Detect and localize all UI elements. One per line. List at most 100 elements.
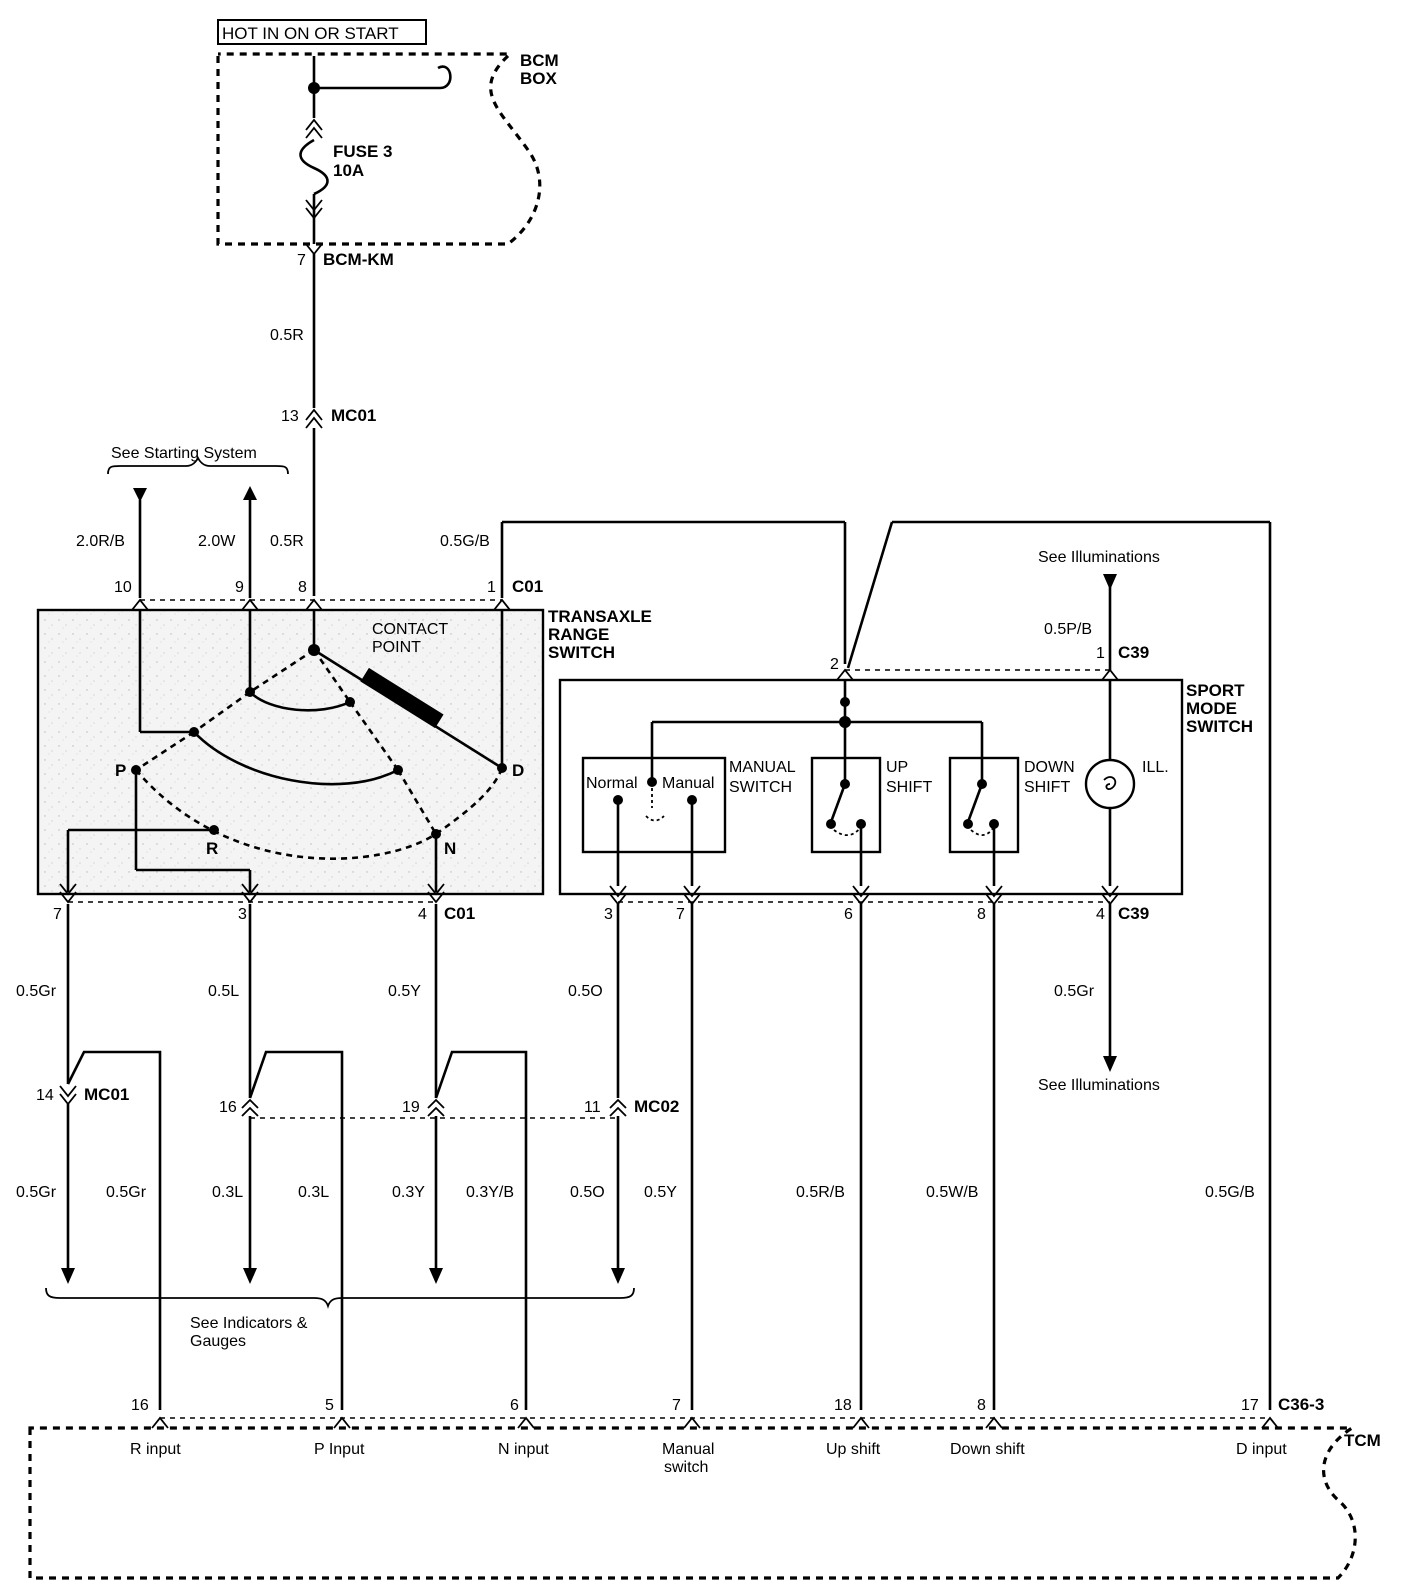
mc02-pin-16: 16 [219,1099,237,1116]
c01-top-pin-8: 8 [298,579,307,596]
pos-r: R [206,839,218,858]
title-box [217,19,427,45]
manual-normal-label: Normal [586,775,638,792]
c39-bot-pin-7: 7 [676,906,685,923]
wire-label-05PB: 0.5P/B [1044,621,1092,638]
wire-label-05L: 0.5L [208,983,239,1000]
c01-bot-pin-4: 4 [418,906,427,923]
power-source: HOT IN ON OR START [217,19,427,45]
bcm-label-1: BCM [520,51,559,70]
bcm-km-pin: 7 [297,252,306,269]
pos-n: N [444,839,456,858]
bcm-box-outline [216,52,542,246]
see-starting-text: See Starting System [111,445,257,462]
bcm-label-2: BOX [520,69,558,88]
tcm-up-shift: Up shift [826,1441,881,1458]
pos-d: D [512,761,524,780]
wire-label-05WB: 0.5W/B [926,1184,978,1201]
manual-switch-label-1: MANUAL [729,759,796,776]
sport-title-3: SWITCH [1186,717,1253,736]
tcm-pin-16: 16 [131,1397,149,1414]
c01-bot-pin-7: 7 [53,906,62,923]
up-shift-label-2: SHIFT [886,779,932,796]
see-indicators-1: See Indicators & [190,1315,308,1332]
tcm-down-shift: Down shift [950,1441,1025,1458]
wire-label-05O-b: 0.5O [570,1184,605,1201]
c39-top-label: C39 [1118,643,1149,662]
mc02-label: MC02 [634,1097,679,1116]
trs-box [36,608,545,896]
wire-label-05R-trs: 0.5R [270,533,304,550]
tcm-pin-17: 17 [1241,1397,1259,1414]
c01-bot-pin-3: 3 [238,906,247,923]
transaxle-range-switch: 10 9 8 1 C01 TRANSAXLE RANGE SWITCH CONT… [36,577,652,923]
ill-label: ILL. [1142,759,1169,776]
sport-mode-switch: See Illuminations 0.5P/B 1 C39 2 SPORT M… [558,549,1253,923]
fuse-label-2: 10A [333,161,364,180]
up-shift-label-1: UP [886,759,908,776]
wire-label-05RB: 0.5R/B [796,1184,845,1201]
mc02-pin-11: 11 [584,1099,601,1116]
sport-box [558,678,1184,896]
tcm-n-input: N input [498,1441,549,1458]
c01-top-pin-9: 9 [235,579,244,596]
manual-switch-box [581,756,727,854]
tcm-r-input: R input [130,1441,181,1458]
tcm-pin-8: 8 [977,1397,986,1414]
manual-manual-label: Manual [662,775,714,792]
tcm-pin-7: 7 [672,1397,681,1414]
c39-bot-pin-4: 4 [1096,906,1105,923]
c01-bot-label: C01 [444,904,475,923]
mc01-top-label: MC01 [331,406,376,425]
wire-label-05Y-4: 0.5Y [388,983,421,1000]
wire-05GB-top: 0.5G/B 0.5G/B [440,520,1272,1410]
fuse-3-symbol [299,138,329,196]
mc01-bot-pin: 14 [36,1087,54,1104]
wire-label-05Gr-c39: 0.5Gr [1054,983,1095,1000]
feed-05R: 0.5R 13 MC01 0.5R [270,254,376,596]
c39-bot-label: C39 [1118,904,1149,923]
wire-label-05Gr-7: 0.5Gr [16,983,57,1000]
trs-title-1: TRANSAXLE [548,607,652,626]
bcm-box: BCM BOX FUSE 3 10A 7 BCM-KM [216,51,559,269]
c39-bot-pin-8: 8 [977,906,986,923]
c39-bot-pin-6: 6 [844,906,853,923]
tcm-manual-2: switch [664,1459,708,1476]
wire-label-05Gr-b: 0.5Gr [106,1184,147,1201]
title-text: HOT IN ON OR START [222,24,399,43]
contact-point-bar [360,667,444,729]
c01-top-pin-10: 10 [114,579,132,596]
mc01-top-pin: 13 [281,408,299,425]
trs-title-3: SWITCH [548,643,615,662]
see-illum-bot: See Illuminations [1038,1077,1160,1094]
down-shift-label-1: DOWN [1024,759,1075,776]
middle-wiring: 0.5Gr 0.5L 0.5Y 0.5O 0.5Gr See Illuminat… [16,904,1160,1410]
bcm-km-label: BCM-KM [323,250,394,269]
wire-label-05O-3: 0.5O [568,983,603,1000]
c39-bot-pin-3: 3 [604,906,613,923]
tcm-label: TCM [1344,1431,1381,1450]
manual-switch-label-2: SWITCH [729,779,792,796]
down-shift-label-2: SHIFT [1024,779,1070,796]
wire-label-03YB: 0.3Y/B [466,1184,514,1201]
wire-label-05Y-b: 0.5Y [644,1184,677,1201]
see-indicators-2: Gauges [190,1333,246,1350]
tcm-outline [28,1426,1358,1580]
contact-point-label-1: CONTACT [372,621,448,638]
fuse-label-1: FUSE 3 [333,142,393,161]
wire-label-20W: 2.0W [198,533,236,550]
tcm-pin-6: 6 [510,1397,519,1414]
c01-top-pin-1: 1 [487,579,496,596]
up-shift-box [810,756,882,854]
wire-label-03L-a: 0.3L [212,1184,243,1201]
down-shift-box [948,756,1020,854]
tcm-p-input: P Input [314,1441,365,1458]
mc02-pin-19: 19 [402,1099,420,1116]
tcm-pin-5: 5 [325,1397,334,1414]
wire-label-03Y: 0.3Y [392,1184,425,1201]
sport-title-2: MODE [1186,699,1237,718]
c01-top-label: C01 [512,577,543,596]
sport-title-1: SPORT [1186,681,1245,700]
wire-label-05R-top: 0.5R [270,327,304,344]
